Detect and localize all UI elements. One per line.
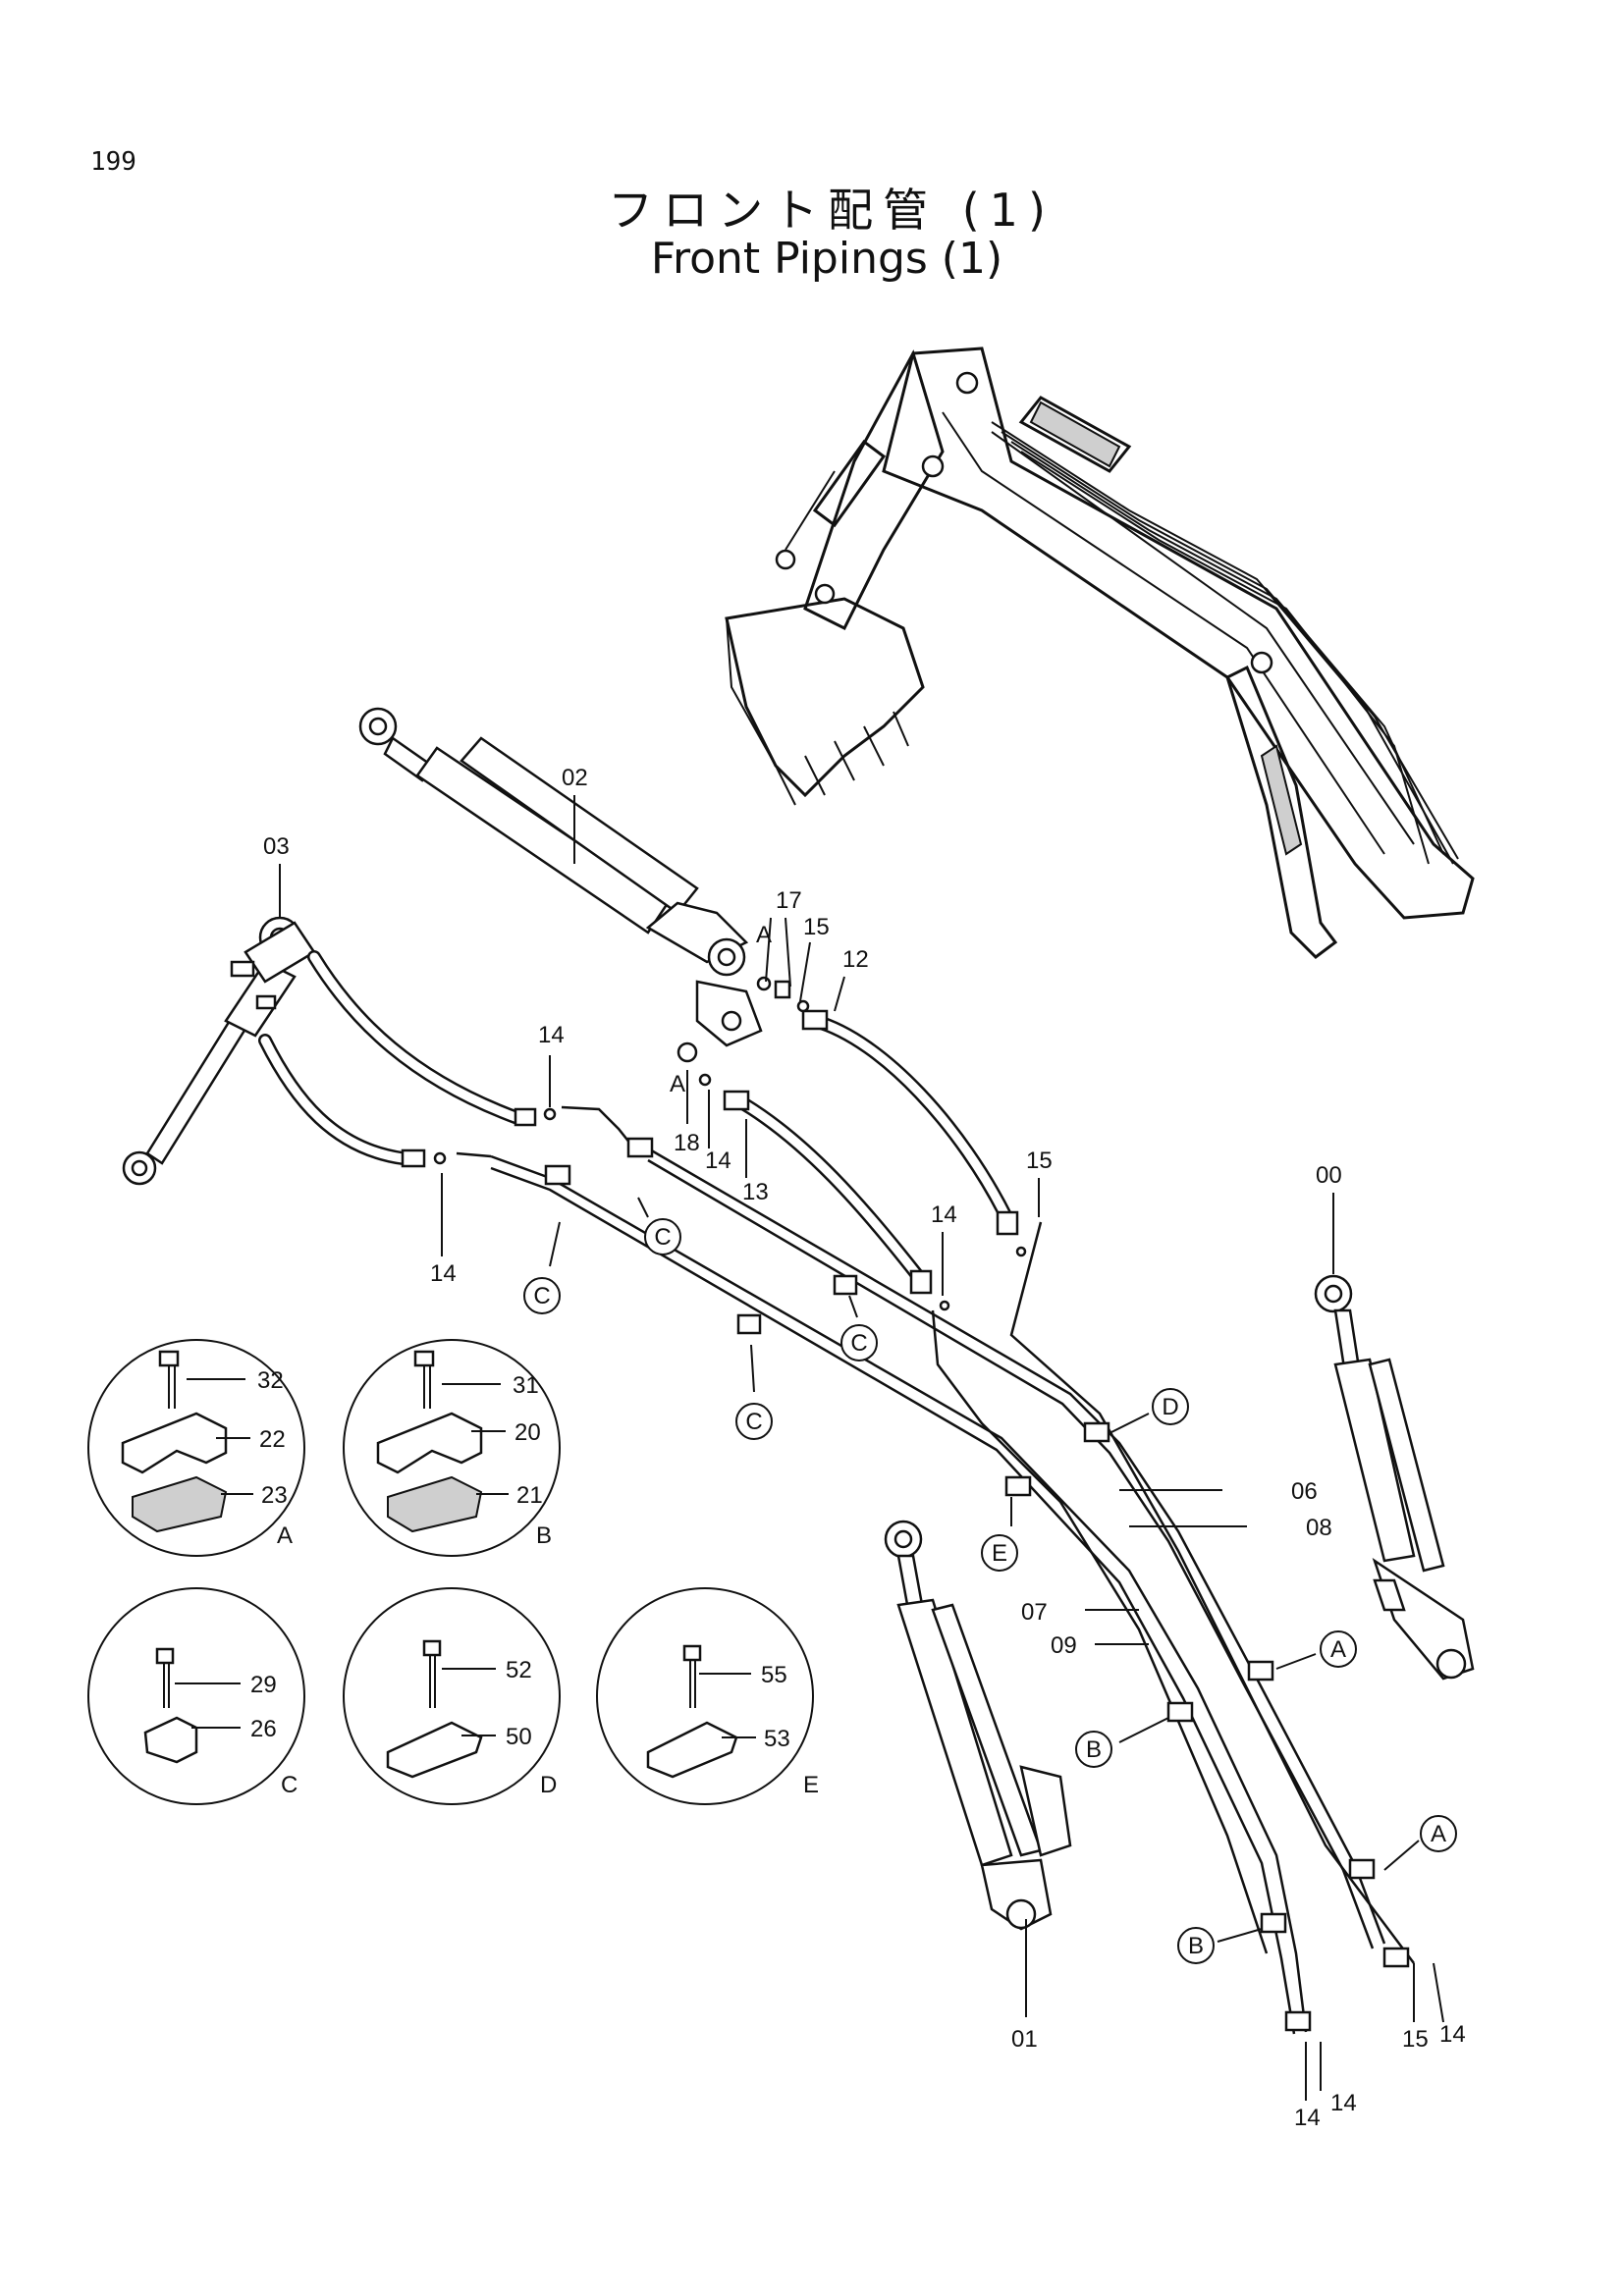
callout-02: 02 bbox=[562, 765, 588, 791]
marker-c: C bbox=[533, 1283, 550, 1309]
svg-text:55: 55 bbox=[761, 1662, 787, 1688]
callout-14: 14 bbox=[931, 1201, 957, 1228]
callout-15: 15 bbox=[1026, 1148, 1053, 1174]
svg-text:22: 22 bbox=[259, 1426, 286, 1453]
detail-letter-b: B bbox=[536, 1522, 552, 1549]
svg-text:50: 50 bbox=[506, 1724, 532, 1750]
marker-e: E bbox=[992, 1540, 1007, 1567]
marker-d: D bbox=[1162, 1394, 1178, 1420]
svg-text:31: 31 bbox=[513, 1372, 539, 1399]
svg-text:26: 26 bbox=[250, 1716, 277, 1742]
callout-12: 12 bbox=[842, 946, 869, 973]
leader-lines bbox=[279, 795, 1444, 2101]
bucket-cylinder-02 bbox=[358, 707, 763, 1047]
callout-14: 14 bbox=[538, 1022, 565, 1048]
callout-08: 08 bbox=[1306, 1515, 1332, 1541]
marker-a: A bbox=[1330, 1636, 1346, 1663]
detail-letter-d: D bbox=[540, 1772, 557, 1798]
callout-07: 07 bbox=[1021, 1599, 1048, 1626]
callout-13: 13 bbox=[742, 1179, 769, 1205]
callout-01: 01 bbox=[1011, 2026, 1038, 2053]
detail-view-b: 31 20 21 B bbox=[343, 1339, 561, 1557]
detail-letter-a: A bbox=[277, 1522, 293, 1549]
svg-text:52: 52 bbox=[506, 1657, 532, 1683]
detail-view-a: 32 22 23 A bbox=[87, 1339, 305, 1557]
callout-03: 03 bbox=[263, 833, 290, 860]
reference-markers: C C C C D E A A B B bbox=[523, 1197, 1457, 1964]
detail-letter-e: E bbox=[803, 1772, 819, 1798]
callout-06: 06 bbox=[1291, 1478, 1318, 1505]
callout-14: 14 bbox=[1439, 2021, 1466, 2048]
detail-view-e: 55 53 E bbox=[596, 1587, 819, 1805]
callout-00: 00 bbox=[1316, 1162, 1342, 1189]
hoses bbox=[258, 950, 1019, 1295]
callout-17-a: A bbox=[756, 922, 772, 948]
callout-17: 17 bbox=[776, 887, 802, 914]
callout-14: 14 bbox=[1294, 2105, 1321, 2131]
callout-numbers: 02 03 00 01 06 08 07 09 17 A 15 12 14 A … bbox=[263, 765, 1466, 2131]
marker-a: A bbox=[1431, 1821, 1446, 1847]
svg-text:23: 23 bbox=[261, 1482, 288, 1509]
svg-text:32: 32 bbox=[257, 1367, 284, 1394]
callout-15: 15 bbox=[803, 914, 830, 940]
steel-pipes bbox=[490, 1137, 1415, 2035]
title-japanese: フロント配管 (1) bbox=[608, 184, 1056, 237]
detail-view-c: 29 26 C bbox=[87, 1587, 305, 1805]
callout-15: 15 bbox=[1402, 2026, 1429, 2053]
marker-b: B bbox=[1188, 1933, 1204, 1959]
cylinder-03 bbox=[122, 916, 316, 1186]
svg-text:29: 29 bbox=[250, 1672, 277, 1698]
title-english: Front Pipings (1) bbox=[650, 234, 1003, 284]
cylinder-00 bbox=[1314, 1274, 1475, 1681]
svg-text:53: 53 bbox=[764, 1726, 790, 1752]
detail-letter-c: C bbox=[281, 1772, 298, 1798]
marker-c: C bbox=[745, 1409, 762, 1435]
callout-09: 09 bbox=[1051, 1632, 1077, 1659]
page-number: 199 bbox=[90, 147, 136, 177]
svg-text:20: 20 bbox=[514, 1419, 541, 1446]
callout-14: 14 bbox=[705, 1148, 731, 1174]
detail-view-d: 52 50 D bbox=[343, 1587, 561, 1805]
marker-c: C bbox=[654, 1224, 671, 1251]
excavator-front-overview bbox=[725, 347, 1475, 959]
callout-18-a: A bbox=[670, 1071, 685, 1097]
callout-14: 14 bbox=[1330, 2090, 1357, 2116]
callout-18: 18 bbox=[674, 1130, 700, 1156]
marker-b: B bbox=[1086, 1736, 1102, 1763]
cylinder-01 bbox=[884, 1520, 1072, 1931]
callout-14: 14 bbox=[430, 1260, 457, 1287]
marker-c: C bbox=[850, 1330, 867, 1357]
svg-text:21: 21 bbox=[516, 1482, 543, 1509]
